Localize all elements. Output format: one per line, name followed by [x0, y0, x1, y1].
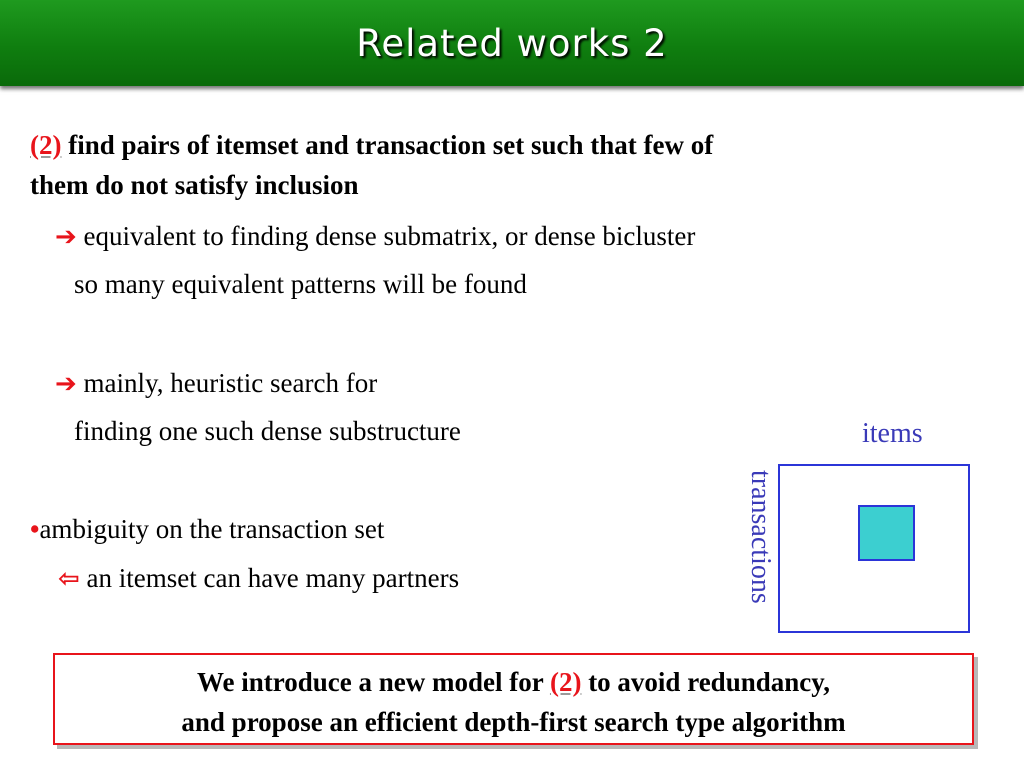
bullet-line: •ambiguity on the transaction set [30, 514, 384, 545]
point2-text-line1: find pairs of itemset and transaction se… [61, 130, 714, 160]
left-arrow-icon: ⇦ [58, 564, 80, 594]
arrow2-text: mainly, heuristic search for [83, 368, 378, 398]
slide-title: Related works 2 [356, 22, 668, 65]
point2-line1: (2) find pairs of itemset and transactio… [30, 130, 713, 161]
bullet-icon: • [30, 514, 40, 544]
bullet-text: ambiguity on the transaction set [39, 514, 385, 544]
conclusion-line1: We introduce a new model for (2) to avoi… [55, 662, 972, 702]
arrow3-line: ⇦ an itemset can have many partners [58, 563, 459, 594]
conclusion-box: We introduce a new model for (2) to avoi… [53, 653, 974, 745]
arrow1-text: equivalent to finding dense submatrix, o… [83, 221, 696, 251]
conclusion-line2: and propose an efficient depth-first sea… [181, 707, 846, 737]
diagram-items-label: items [862, 418, 923, 449]
point2-text-line2: them do not satisfy inclusion [30, 170, 359, 200]
arrow3-text: an itemset can have many partners [86, 563, 460, 593]
arrow1-continuation: so many equivalent patterns will be foun… [74, 269, 527, 299]
right-arrow-icon: ➔ [55, 369, 77, 399]
title-bar: Related works 2 [0, 0, 1024, 86]
conclusion-tag: (2) [549, 667, 582, 697]
arrow1-line: ➔ equivalent to finding dense submatrix,… [55, 221, 695, 252]
arrow2-continuation: finding one such dense substructure [74, 416, 461, 446]
conclusion-part2: to avoid redundancy, [581, 667, 831, 697]
diagram-transactions-label: transactions [745, 470, 776, 604]
conclusion-part1: We introduce a new model for [196, 667, 550, 697]
dense-submatrix [858, 505, 915, 561]
point2-tag: (2) [30, 130, 62, 160]
right-arrow-icon: ➔ [55, 222, 77, 252]
matrix-outline [778, 464, 970, 633]
arrow2-line: ➔ mainly, heuristic search for [55, 368, 377, 399]
